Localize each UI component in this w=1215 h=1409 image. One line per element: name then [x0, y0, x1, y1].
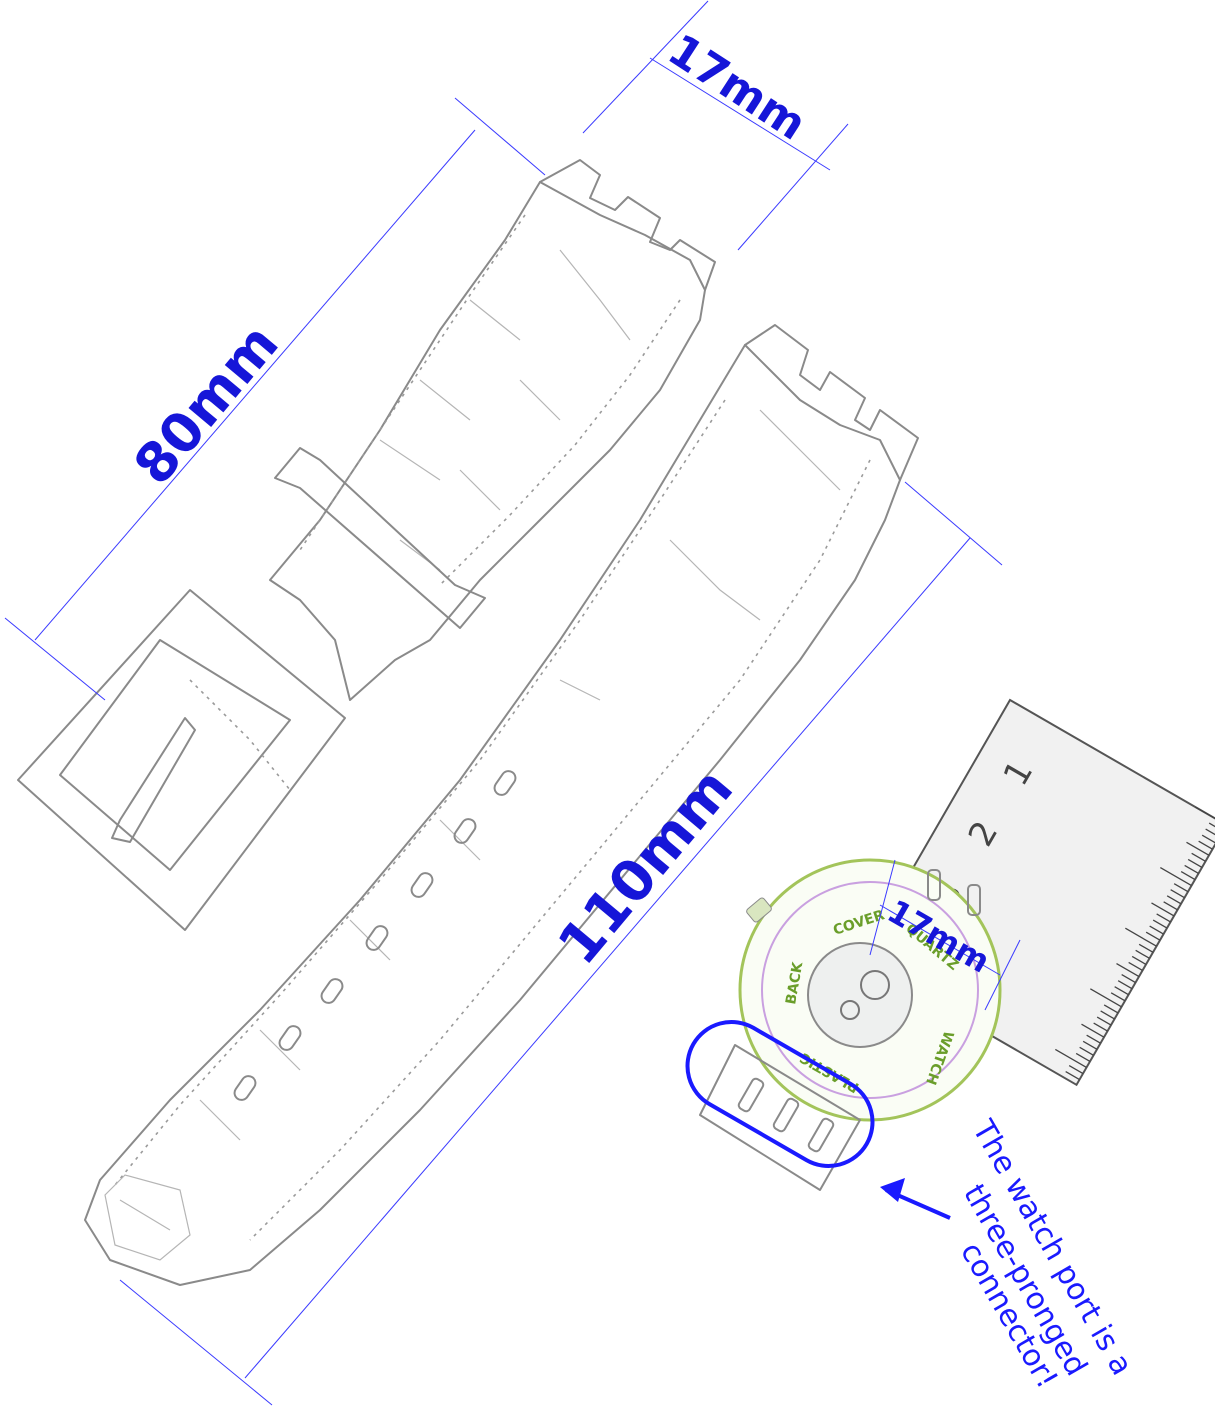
strap-hole: [410, 872, 434, 898]
strap-hole: [493, 770, 517, 796]
ruler-tick: [1121, 974, 1136, 984]
callout: The watch port is a three-pronged connec…: [880, 1114, 1139, 1395]
ruler-tick: [1079, 1046, 1094, 1056]
tail-strap: [84, 324, 919, 1286]
ruler-tick: [1075, 1052, 1091, 1062]
buckle-frame-outer: [17, 589, 346, 931]
ruler-tick: [1068, 1064, 1084, 1075]
ruler-tick: [1090, 988, 1122, 1008]
buckle-strap: [17, 159, 716, 931]
ruler-tick: [1170, 889, 1185, 899]
upper-prong: [967, 884, 981, 916]
ruler-tick: [1081, 1023, 1105, 1038]
dimension-label-17mm: 17mm: [659, 24, 815, 150]
ruler-tick: [1187, 858, 1203, 868]
ruler-tick: [1195, 806, 1215, 826]
buckle-strap-body: [269, 181, 706, 701]
connector-prong: [737, 1077, 765, 1113]
ruler-tick: [1110, 992, 1126, 1002]
connector-prong: [772, 1097, 800, 1133]
buckle-pin: [111, 717, 196, 843]
ruler-tick: [1128, 961, 1143, 972]
movement-gear-small-icon: [840, 1000, 860, 1020]
ruler-tick: [1082, 1040, 1098, 1050]
connector-highlight: [685, 1020, 875, 1168]
ruler-tick: [1180, 870, 1196, 881]
ruler-tick: [1186, 841, 1210, 856]
buckle-strap-pattern: [379, 249, 631, 571]
strap-hole: [278, 1025, 302, 1051]
ruler-tick: [1135, 949, 1150, 959]
ruler-ticks: [1055, 806, 1215, 1081]
watch-lug: [699, 1044, 861, 1191]
upper-prong: [927, 869, 941, 901]
connector-prong: [807, 1117, 835, 1153]
ruler-tick: [1205, 828, 1215, 838]
ruler-tick: [1114, 986, 1129, 996]
ruler-tick: [1116, 962, 1140, 978]
tail-strap-body: [84, 344, 901, 1286]
ruler-tick: [1163, 901, 1178, 911]
ruler-tick: [1055, 1048, 1087, 1069]
ruler-tick: [1131, 955, 1147, 965]
ruler-tick: [1198, 840, 1213, 850]
strap-hole: [453, 818, 477, 844]
ruler-tick: [1096, 1016, 1112, 1026]
keeper-loop: [274, 447, 486, 629]
callout-arrow-icon: [880, 1178, 905, 1202]
ruler-tick: [1093, 1022, 1108, 1032]
watch-label-back: BACK: [783, 960, 806, 1006]
ruler-tick: [1086, 1034, 1101, 1044]
ruler-tick: [1117, 980, 1133, 990]
ruler-tick: [1156, 913, 1171, 923]
dimension-label-80mm: 80mm: [122, 312, 291, 496]
ruler-tick: [1152, 919, 1168, 929]
ruler-tick: [1184, 864, 1199, 875]
strap-hole: [320, 978, 344, 1004]
watch: COVER QUARTZ WATCH PLASTIC BACK 17mm: [685, 858, 1021, 1191]
watch-back-ring: [761, 881, 979, 1099]
ruler-tick: [1145, 931, 1161, 941]
ruler-tick: [1125, 927, 1157, 947]
tail-tip: [104, 1174, 191, 1261]
strap-hole: [365, 925, 389, 951]
movement-gear-icon: [860, 970, 890, 1000]
dimension-80mm: 80mm: [4, 97, 546, 701]
ruler-tick: [1191, 852, 1206, 862]
dimension-17mm-top: 17mm: [582, 0, 849, 251]
ruler-tick: [1100, 1010, 1115, 1020]
ruler-tick: [1166, 895, 1182, 905]
tail-strap-prongs: [744, 324, 919, 481]
strap-hole: [233, 1075, 257, 1101]
watch-movement: [807, 942, 913, 1048]
tail-strap-pattern: [119, 409, 841, 1231]
ruler-tick: [1151, 902, 1175, 917]
dimension-label-110mm: 110mm: [546, 756, 746, 977]
buckle-strap-stitch-left: [299, 214, 526, 551]
tail-strap-stitch-left: [114, 399, 726, 1186]
ruler-tick: [1208, 822, 1215, 832]
ruler-tick: [1201, 834, 1215, 844]
watch-crown: [746, 897, 772, 923]
ruler-tick: [1103, 1004, 1119, 1014]
ruler-tick: [1173, 883, 1189, 893]
ruler-tick: [1160, 867, 1192, 887]
ruler-tick: [1065, 1071, 1080, 1081]
ruler-tick: [1149, 925, 1164, 935]
buckle-frame-inner: [59, 639, 291, 871]
ruler-tick: [1138, 943, 1154, 953]
tail-strap-stitch-right: [249, 459, 871, 1241]
buckle-strap-prongs: [539, 159, 716, 291]
buckle-strap-holes: [189, 679, 291, 791]
buckle-strap-stitch-right: [439, 299, 681, 586]
